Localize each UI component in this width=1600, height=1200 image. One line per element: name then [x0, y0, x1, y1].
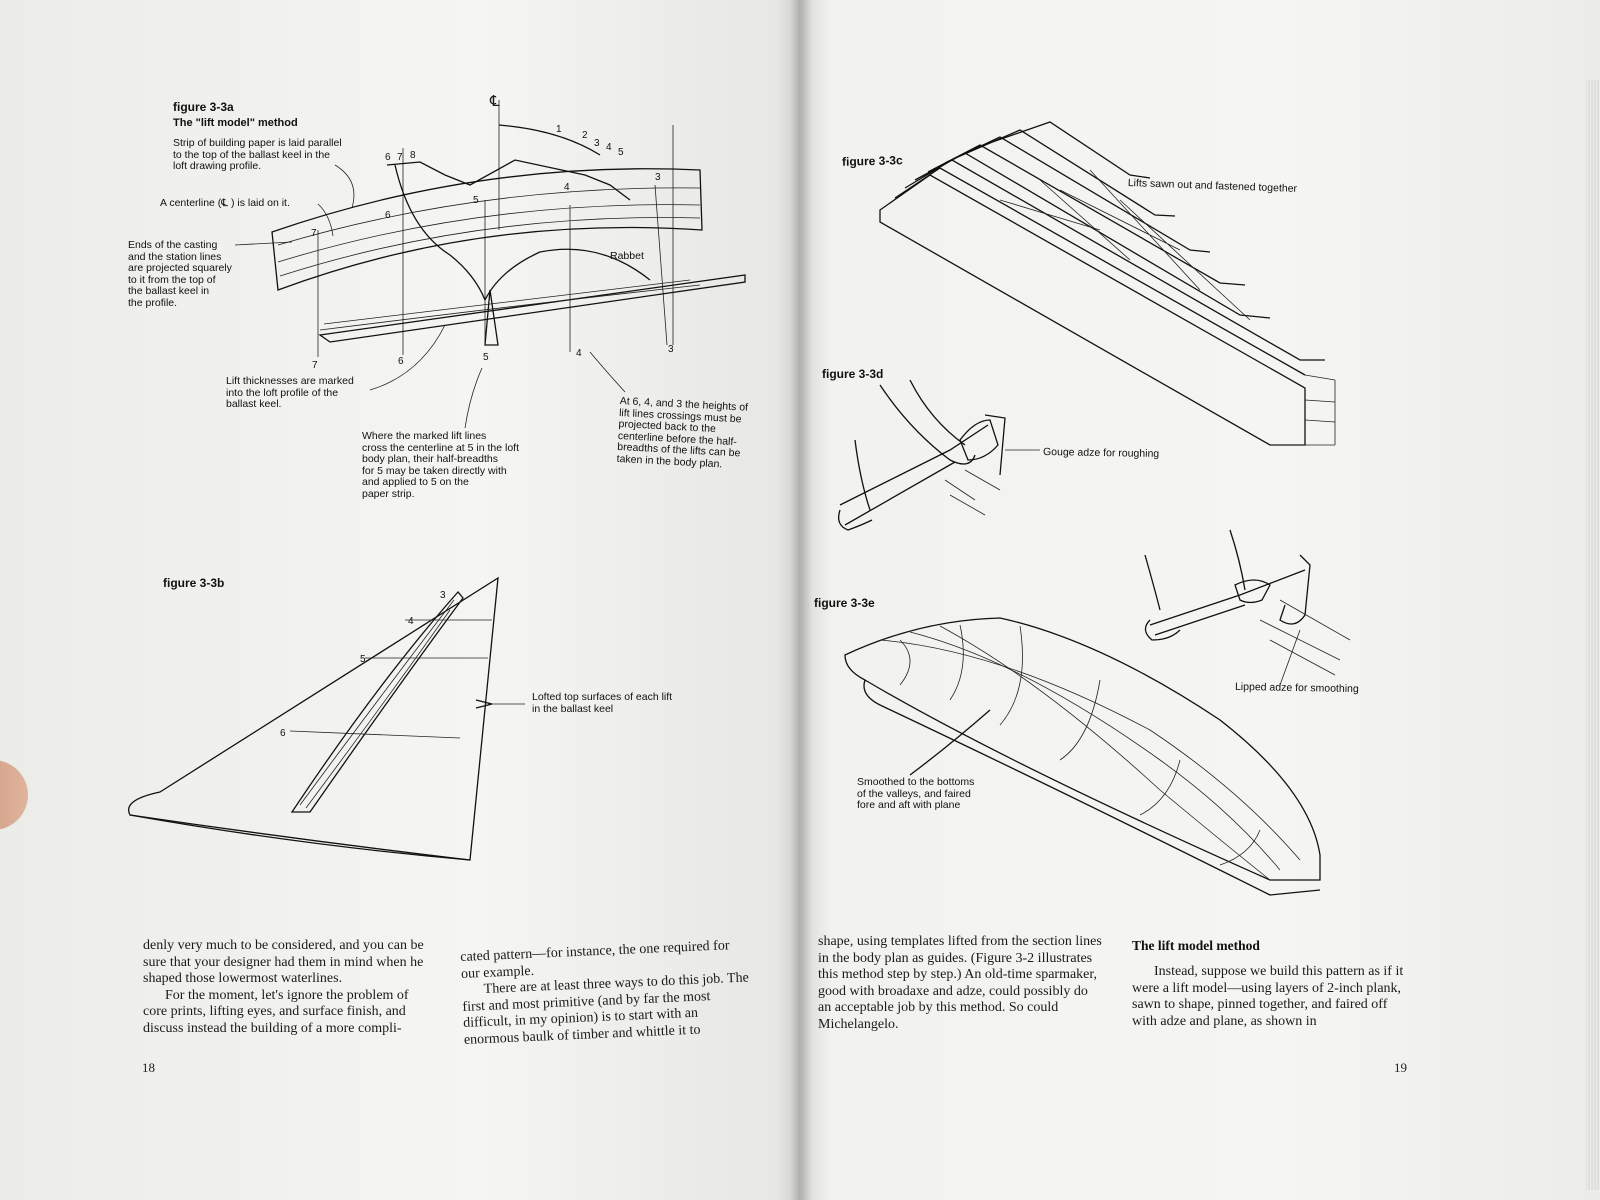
right-col1-para1: shape, using templates lifted from the s… — [818, 934, 1102, 1032]
svg-text:3: 3 — [594, 138, 600, 149]
caption-ends: Ends of the casting and the station line… — [128, 239, 232, 309]
left-page: figure 3-3a The "lift model" method Stri… — [0, 0, 800, 1200]
figure-3-3b-drawing: 3 4 5 6 — [128, 576, 525, 861]
svg-text:6: 6 — [398, 356, 404, 367]
caption-lift-thicknesses: Lift thicknesses are marked into the lof… — [226, 375, 354, 410]
svg-text:7: 7 — [312, 360, 318, 371]
svg-text:3: 3 — [668, 344, 674, 355]
book-gutter — [790, 0, 812, 1200]
figure-3-3e-drawing — [844, 529, 1351, 896]
svg-text:6: 6 — [385, 152, 391, 163]
caption-smoothed: Smoothed to the bottoms of the valleys, … — [857, 776, 975, 811]
svg-text:8: 8 — [410, 150, 416, 161]
caption-lofted-surfaces: Lofted top surfaces of each lift in the … — [532, 691, 673, 715]
left-col1-para1: denly very much to be considered, and yo… — [143, 938, 424, 986]
right-col2-para1: Instead, suppose we build this pattern a… — [1132, 964, 1404, 1029]
svg-text:5: 5 — [473, 195, 479, 206]
svg-text:6: 6 — [385, 210, 391, 221]
right-page: figure 3-3c Lifts sawn out and fastened … — [800, 0, 1600, 1200]
right-column-1: shape, using templates lifted from the s… — [818, 934, 1103, 1033]
svg-text:4: 4 — [564, 182, 570, 193]
right-col2-text: Instead, suppose we build this pattern a… — [1132, 964, 1407, 1030]
left-col2-para2: There are at least three ways to do this… — [462, 970, 750, 1048]
svg-text:5: 5 — [360, 654, 366, 665]
figure-3-3c-drawing — [879, 121, 1336, 446]
section-heading: The lift model method — [1132, 938, 1260, 953]
svg-text:5: 5 — [618, 147, 624, 158]
caption-centerline: A centerline (℄ ) is laid on it. — [160, 197, 290, 209]
right-column-2: The lift model method Instead, suppose w… — [1132, 938, 1407, 1030]
rabbet-label: Rabbet — [610, 250, 644, 262]
left-col1-para2: For the moment, let's ignore the problem… — [143, 987, 409, 1036]
svg-text:4: 4 — [606, 142, 612, 153]
page-number-right: 19 — [1394, 1060, 1407, 1075]
caption-strip: Strip of building paper is laid parallel… — [173, 137, 342, 172]
svg-text:3: 3 — [655, 172, 661, 183]
page-number-left: 18 — [142, 1060, 155, 1075]
svg-text:3: 3 — [440, 590, 446, 601]
figure-3-3a-label: figure 3-3a — [173, 100, 234, 114]
page-edge — [1586, 80, 1600, 1190]
svg-text:4: 4 — [576, 348, 582, 359]
left-column-1: denly very much to be considered, and yo… — [143, 938, 433, 1037]
figure-3-3b-label: figure 3-3b — [163, 576, 225, 590]
svg-text:5: 5 — [483, 352, 489, 363]
caption-where: Where the marked lift lines cross the ce… — [362, 430, 520, 500]
svg-text:7: 7 — [311, 228, 317, 239]
figure-3-3a-drawing: 1 2 3 4 5 6 7 8 7 6 5 4 3 7 6 5 4 3 — [234, 100, 746, 429]
svg-text:1: 1 — [556, 124, 562, 135]
figure-3-3d-label: figure 3-3d — [822, 367, 884, 381]
svg-text:2: 2 — [582, 130, 588, 141]
centerline-symbol: ℄ — [490, 93, 500, 110]
figure-3-3d-drawing — [837, 379, 1040, 531]
left-column-2: cated pattern—for instance, the one requ… — [460, 937, 754, 1049]
figure-3-3a-subtitle: The "lift model" method — [173, 117, 298, 129]
svg-text:6: 6 — [280, 728, 286, 739]
svg-text:7: 7 — [397, 152, 403, 163]
svg-text:4: 4 — [408, 616, 414, 627]
figure-3-3e-label: figure 3-3e — [814, 596, 875, 610]
